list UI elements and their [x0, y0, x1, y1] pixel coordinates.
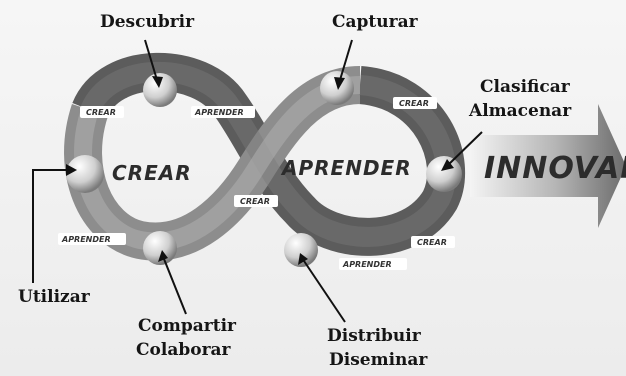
sphere-capturar [320, 71, 354, 105]
label-distribuir: Distribuir [327, 326, 421, 346]
band-label-top-left: CREAR [80, 106, 124, 118]
arrow-distribuir [304, 261, 345, 322]
band-label-bottom-mid-text: APRENDER [342, 260, 392, 269]
band-label-top-mid: APRENDER [191, 106, 255, 118]
band-label-center-text: CREAR [240, 197, 270, 206]
band-label-bottom-mid: APRENDER [339, 258, 407, 270]
label-almacenar: Almacenar [469, 101, 571, 121]
label-capturar: Capturar [332, 12, 418, 32]
label-clasificar: Clasificar [480, 77, 570, 97]
band-label-right-bottom-text: CREAR [417, 238, 447, 247]
band-label-right-top: CREAR [393, 97, 437, 109]
arrow-compartir [164, 259, 186, 314]
aprender-center-text: APRENDER [280, 156, 412, 180]
band-label-top-mid-text: APRENDER [194, 108, 244, 117]
innovar-arrow: INNOVAR [470, 104, 626, 228]
label-compartir: Compartir [138, 316, 236, 336]
label-colaborar: Colaborar [136, 340, 231, 360]
crear-center-text: CREAR [112, 161, 192, 185]
arrow-utilizar [33, 170, 70, 283]
innovar-text: INNOVAR [484, 151, 626, 186]
sphere-utilizar [66, 155, 104, 193]
band-label-right-top-text: CREAR [399, 99, 429, 108]
band-label-center: CREAR [234, 195, 278, 207]
sphere-clasificar [426, 156, 462, 192]
label-utilizar: Utilizar [18, 287, 90, 307]
label-descubrir: Descubrir [100, 12, 194, 32]
band-label-left-bottom-text: APRENDER [61, 235, 111, 244]
band-label-top-left-text: CREAR [86, 108, 116, 117]
label-diseminar: Diseminar [329, 350, 427, 370]
band-label-left-bottom: APRENDER [58, 233, 126, 245]
band-label-right-bottom: CREAR [411, 236, 455, 248]
